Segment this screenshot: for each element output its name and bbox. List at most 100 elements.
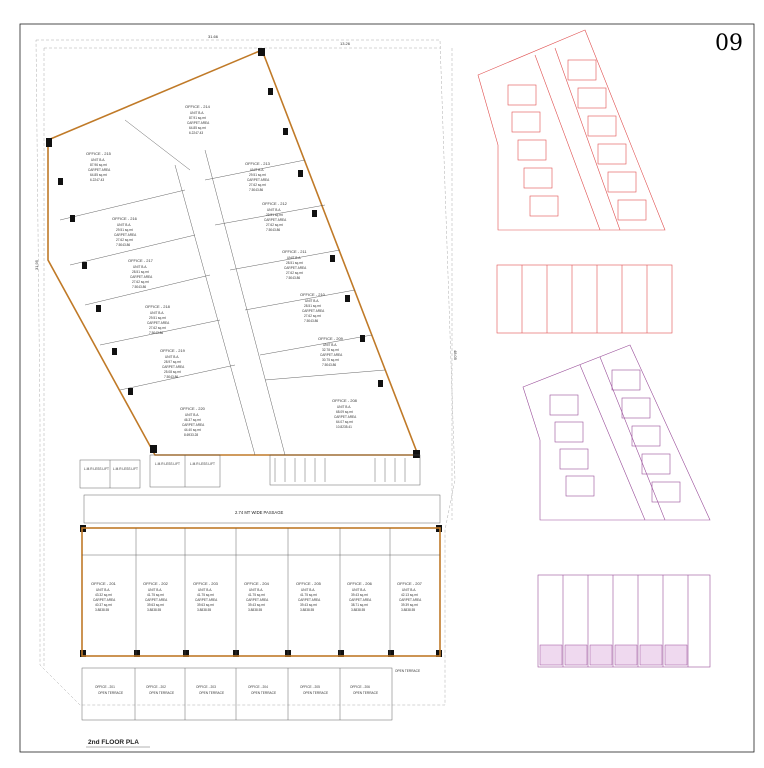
svg-text:7.5043.86: 7.5043.86 bbox=[149, 331, 163, 335]
svg-text:CARPET AREA: CARPET AREA bbox=[302, 309, 325, 313]
svg-text:27.62 sq.mt: 27.62 sq.mt bbox=[249, 183, 266, 187]
svg-text:OFFICE - 206: OFFICE - 206 bbox=[350, 685, 370, 689]
svg-text:OFFICE - 213: OFFICE - 213 bbox=[245, 161, 271, 166]
terrace-row bbox=[81, 667, 393, 721]
svg-text:28.51 sq.mt: 28.51 sq.mt bbox=[132, 270, 149, 274]
svg-text:L.M.R LESS LIFT: L.M.R LESS LIFT bbox=[155, 462, 180, 466]
dim-total-width: 31.66 bbox=[208, 34, 219, 39]
svg-text:OFFICE - 205: OFFICE - 205 bbox=[300, 685, 320, 689]
svg-text:32.78 sq.mt: 32.78 sq.mt bbox=[322, 348, 339, 352]
svg-text:39.43 sq.mt: 39.43 sq.mt bbox=[351, 593, 368, 597]
svg-text:OFFICE - 202: OFFICE - 202 bbox=[143, 581, 169, 586]
svg-text:7.5043.86: 7.5043.86 bbox=[116, 243, 130, 247]
svg-text:OFFICE - 219: OFFICE - 219 bbox=[160, 348, 186, 353]
svg-text:27.62 sq.mt: 27.62 sq.mt bbox=[132, 280, 149, 284]
svg-text:CARPET AREA: CARPET AREA bbox=[182, 423, 205, 427]
svg-text:28.51 sq.mt: 28.51 sq.mt bbox=[286, 261, 303, 265]
svg-text:39.43 sq.mt: 39.43 sq.mt bbox=[248, 603, 265, 607]
wing-outline bbox=[47, 48, 420, 456]
office-label: OFFICE - 218 UNIT B.A. 29.51 sq.mt CARPE… bbox=[145, 304, 171, 335]
svg-text:6.2247.43: 6.2247.43 bbox=[90, 178, 104, 182]
svg-text:CARPET AREA: CARPET AREA bbox=[349, 598, 372, 602]
svg-text:UNIT B.A.: UNIT B.A. bbox=[323, 343, 337, 347]
svg-text:OFFICE - 203: OFFICE - 203 bbox=[196, 685, 216, 689]
svg-text:3.8838.55: 3.8838.55 bbox=[300, 608, 314, 612]
structural-columns bbox=[46, 48, 442, 657]
svg-text:46.37 sq.mt: 46.37 sq.mt bbox=[184, 418, 201, 422]
svg-text:UNIT B.A.: UNIT B.A. bbox=[198, 588, 212, 592]
highlighted-units bbox=[539, 644, 688, 666]
wing-office-labels: OFFICE - 214 UNIT B.A. 87.91 sq.mt CARPE… bbox=[86, 104, 358, 437]
svg-text:UNIT B.A.: UNIT B.A. bbox=[249, 588, 263, 592]
svg-text:30.75 sq.mt: 30.75 sq.mt bbox=[322, 358, 339, 362]
office-label: OFFICE - 210 UNIT B.A. 28.51 sq.mt CARPE… bbox=[300, 292, 326, 323]
dim-right-height: 48.05 bbox=[453, 350, 458, 361]
svg-text:OFFICE - 217: OFFICE - 217 bbox=[128, 258, 154, 263]
svg-text:CARPET AREA: CARPET AREA bbox=[162, 365, 185, 369]
office-label: OFFICE - 203 UNIT B.A. 41.75 sq.mt CARPE… bbox=[193, 581, 219, 612]
svg-text:6.2247.43: 6.2247.43 bbox=[189, 131, 203, 135]
svg-text:38.71 sq.mt: 38.71 sq.mt bbox=[351, 603, 368, 607]
office-label: OFFICE - 215 UNIT B.A. 87.96 sq.mt CARPE… bbox=[86, 151, 112, 182]
office-label: OFFICE - 213 UNIT B.A. 29.51 sq.mt CARPE… bbox=[245, 161, 271, 192]
svg-text:CARPET AREA: CARPET AREA bbox=[246, 598, 269, 602]
svg-text:OFFICE - 206: OFFICE - 206 bbox=[347, 581, 373, 586]
svg-text:OFFICE - 204: OFFICE - 204 bbox=[244, 581, 270, 586]
svg-text:7.5043.86: 7.5043.86 bbox=[304, 319, 318, 323]
office-label: OFFICE - 204 UNIT B.A. 41.75 sq.mt CARPE… bbox=[244, 581, 270, 612]
svg-text:UNIT B.A.: UNIT B.A. bbox=[190, 111, 204, 115]
svg-text:OFFICE - 208: OFFICE - 208 bbox=[332, 398, 358, 403]
svg-text:CARPET AREA: CARPET AREA bbox=[320, 353, 343, 357]
site-boundary bbox=[35, 39, 456, 706]
passage-label: 2.74 MT WIDE PASSAGE bbox=[235, 510, 283, 515]
svg-text:CARPET AREA: CARPET AREA bbox=[147, 321, 170, 325]
passage-band bbox=[83, 494, 441, 524]
svg-text:7.5043.86: 7.5043.86 bbox=[266, 228, 280, 232]
svg-text:UNIT B.A.: UNIT B.A. bbox=[287, 256, 301, 260]
svg-text:28.51 sq.mt: 28.51 sq.mt bbox=[304, 304, 321, 308]
svg-text:87.91 sq.mt: 87.91 sq.mt bbox=[189, 116, 206, 120]
svg-text:OFFICE - 209: OFFICE - 209 bbox=[318, 336, 344, 341]
svg-text:CARPET AREA: CARPET AREA bbox=[399, 598, 422, 602]
svg-text:43.32 sq.mt: 43.32 sq.mt bbox=[95, 593, 112, 597]
svg-text:41.75 sq.mt: 41.75 sq.mt bbox=[197, 593, 214, 597]
svg-text:27.62 sq.mt: 27.62 sq.mt bbox=[116, 238, 133, 242]
svg-text:OFFICE - 202: OFFICE - 202 bbox=[146, 685, 166, 689]
svg-text:OFFICE - 203: OFFICE - 203 bbox=[193, 581, 219, 586]
svg-text:CARPET AREA: CARPET AREA bbox=[298, 598, 321, 602]
svg-text:OPEN TERRACE: OPEN TERRACE bbox=[98, 691, 123, 695]
svg-text:41.75 sq.mt: 41.75 sq.mt bbox=[300, 593, 317, 597]
svg-text:27.62 sq.mt: 27.62 sq.mt bbox=[304, 314, 321, 318]
svg-text:OFFICE - 207: OFFICE - 207 bbox=[397, 581, 423, 586]
office-label: OFFICE - 205 UNIT B.A. 41.75 sq.mt CARPE… bbox=[296, 581, 322, 612]
svg-text:UNIT B.A.: UNIT B.A. bbox=[267, 208, 281, 212]
svg-text:7.5043.86: 7.5043.86 bbox=[322, 363, 336, 367]
svg-text:OPEN TERRACE: OPEN TERRACE bbox=[199, 691, 224, 695]
main-floor-plan: 31.66 13.26 48.05 31.95 bbox=[34, 34, 458, 748]
svg-text:UNIT B.A.: UNIT B.A. bbox=[165, 355, 179, 359]
svg-text:OPEN TERRACE: OPEN TERRACE bbox=[353, 691, 378, 695]
svg-text:OFFICE - 214: OFFICE - 214 bbox=[185, 104, 211, 109]
svg-text:39.43 sq.mt: 39.43 sq.mt bbox=[300, 603, 317, 607]
svg-text:CARPET AREA: CARPET AREA bbox=[88, 168, 111, 172]
svg-text:3.8838.55: 3.8838.55 bbox=[95, 608, 109, 612]
key-plan-red bbox=[477, 29, 673, 334]
front-office-partitions bbox=[82, 528, 440, 656]
svg-text:OFFICE - 211: OFFICE - 211 bbox=[282, 249, 307, 254]
svg-text:68.09 sq.mt: 68.09 sq.mt bbox=[336, 410, 353, 414]
svg-text:3.8838.55: 3.8838.55 bbox=[401, 608, 415, 612]
svg-text:3.8838.55: 3.8838.55 bbox=[147, 608, 161, 612]
svg-text:64.85 sq.mt: 64.85 sq.mt bbox=[189, 126, 206, 130]
svg-text:OPEN TERRACE: OPEN TERRACE bbox=[303, 691, 328, 695]
sheet-border bbox=[19, 23, 755, 753]
svg-text:7.5043.86: 7.5043.86 bbox=[164, 375, 178, 379]
office-label: OFFICE - 216 UNIT B.A. 29.51 sq.mt CARPE… bbox=[112, 216, 138, 247]
svg-text:OFFICE - 215: OFFICE - 215 bbox=[86, 151, 112, 156]
svg-text:OFFICE - 220: OFFICE - 220 bbox=[180, 406, 206, 411]
svg-text:UNIT B.A.: UNIT B.A. bbox=[91, 158, 105, 162]
svg-text:L.M.R LESS LIFT: L.M.R LESS LIFT bbox=[190, 462, 215, 466]
svg-text:27.62 sq.mt: 27.62 sq.mt bbox=[149, 326, 166, 330]
svg-text:29.51 sq.mt: 29.51 sq.mt bbox=[266, 213, 283, 217]
svg-text:64.07 sq.mt: 64.07 sq.mt bbox=[336, 420, 353, 424]
svg-text:3.8838.55: 3.8838.55 bbox=[248, 608, 262, 612]
